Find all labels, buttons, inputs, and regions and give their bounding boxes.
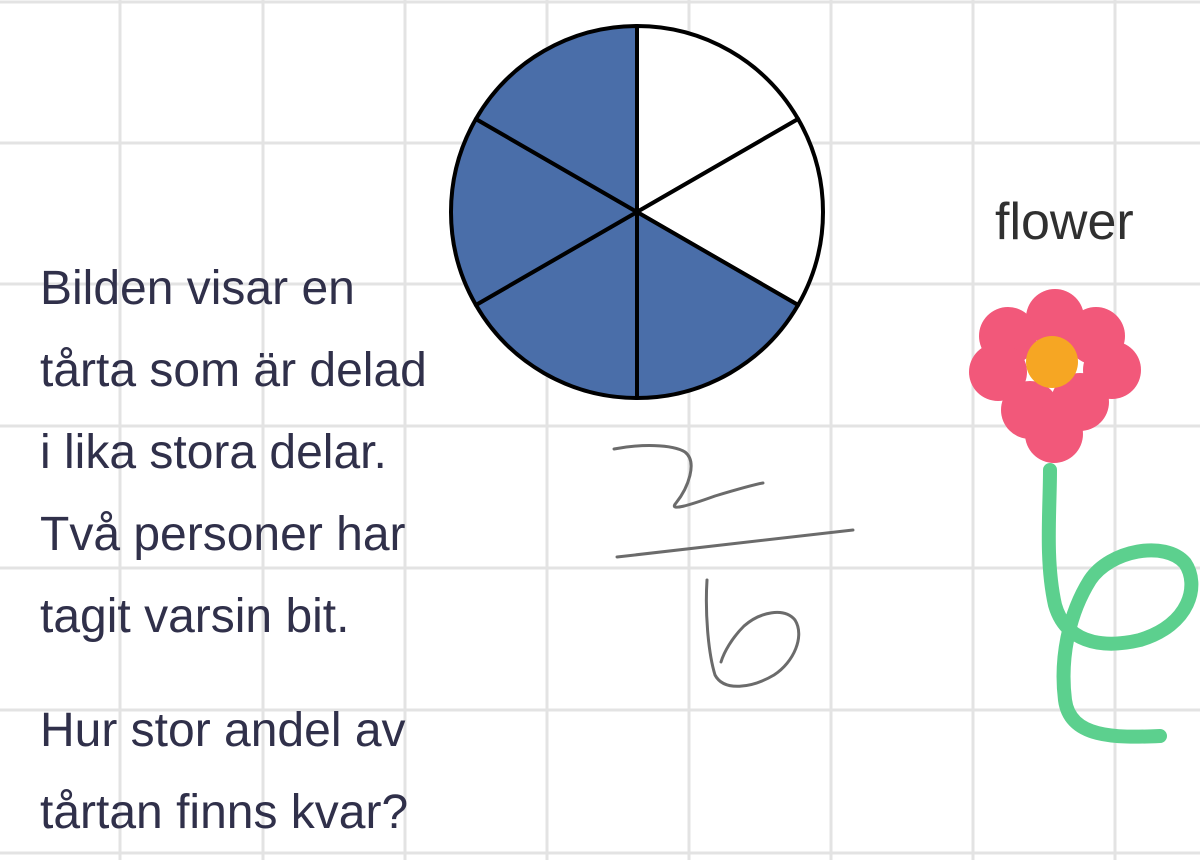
question-text: Hur stor andel av tårtan finns kvar? bbox=[40, 690, 520, 854]
handwritten-fraction bbox=[612, 444, 855, 688]
pie-slice-shaded bbox=[635, 210, 801, 400]
flower-drawing bbox=[969, 289, 1199, 744]
flower-petal bbox=[969, 343, 1027, 401]
flower-stem bbox=[1041, 463, 1199, 744]
question-line: tårtan finns kvar? bbox=[40, 786, 409, 839]
flower-label: flower bbox=[995, 193, 1134, 251]
handwritten-numerator-2 bbox=[612, 444, 765, 509]
pie-slice-shaded bbox=[473, 210, 639, 400]
pie-slice-shaded bbox=[449, 117, 639, 307]
question-line: Hur stor andel av bbox=[40, 704, 406, 757]
handwritten-fraction-bar bbox=[615, 528, 855, 559]
flower-petals bbox=[969, 289, 1141, 463]
pie-slice-unshaded bbox=[635, 117, 825, 307]
problem-line: Två personer har bbox=[40, 508, 406, 561]
pie-slice-unshaded bbox=[635, 24, 801, 214]
problem-line: i lika stora delar. bbox=[40, 426, 387, 479]
flower-petal bbox=[1025, 405, 1083, 463]
problem-line: tagit varsin bit. bbox=[40, 590, 350, 643]
flower-center bbox=[1026, 336, 1078, 388]
pie-slice-shaded bbox=[473, 24, 639, 214]
handwritten-denominator-6 bbox=[704, 578, 801, 688]
problem-line: Bilden visar en bbox=[40, 262, 355, 315]
problem-text: Bilden visar en tårta som är delad i lik… bbox=[40, 248, 520, 658]
problem-line: tårta som är delad bbox=[40, 344, 427, 397]
pie-chart bbox=[449, 24, 825, 400]
